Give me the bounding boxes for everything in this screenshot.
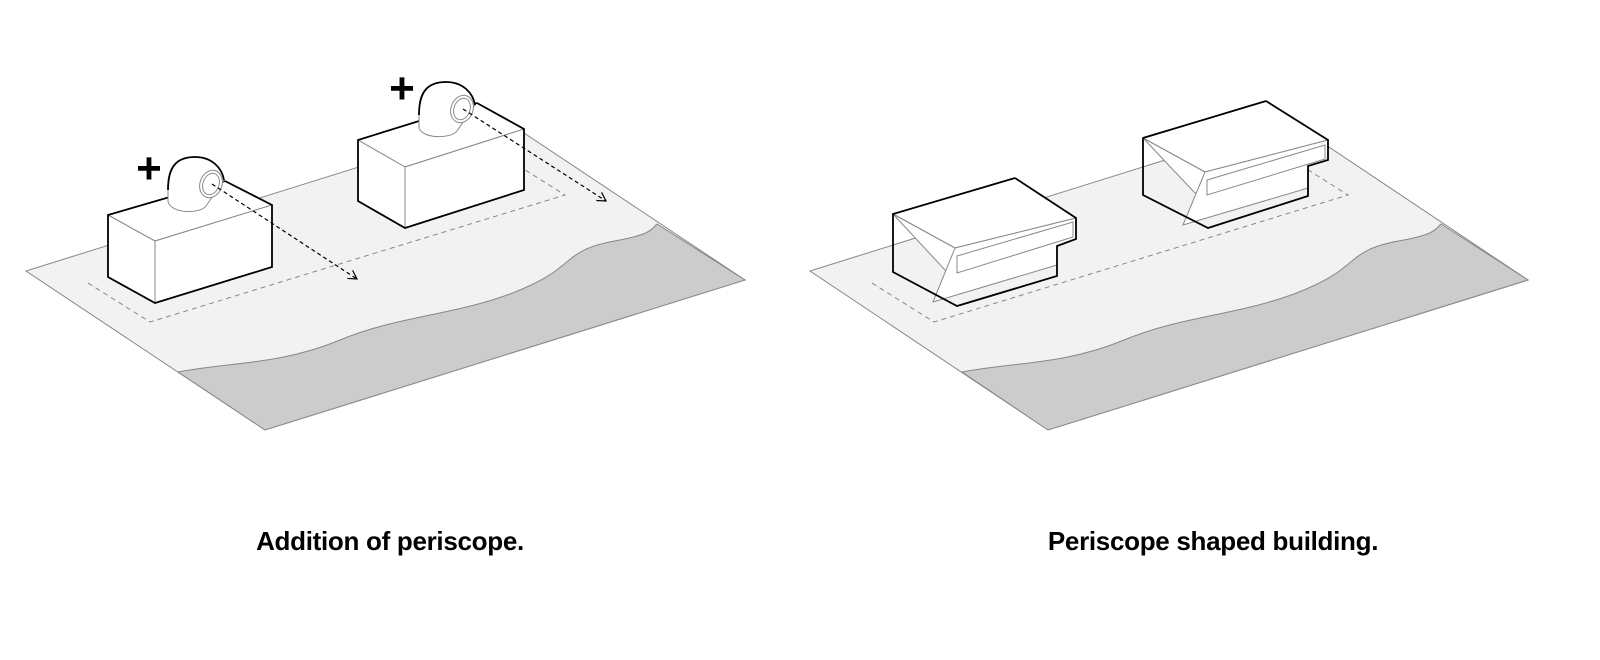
water-area — [960, 223, 1530, 431]
caption-addition-of-periscope: Addition of periscope. — [256, 526, 524, 556]
periscope-building-1 — [891, 177, 1078, 307]
plus-mark-2: + — [389, 64, 415, 113]
plus-mark-1: + — [136, 144, 162, 193]
water-area — [176, 223, 747, 431]
left-panel-site — [24, 81, 747, 431]
site-boundary-dashed — [871, 155, 1350, 323]
view-arrow-1 — [211, 183, 359, 280]
view-arrow-2 — [462, 108, 608, 202]
periscope-1 — [167, 156, 225, 212]
site-boundary-dashed — [87, 155, 567, 323]
caption-periscope-shaped-building: Periscope shaped building. — [1047, 526, 1379, 556]
right-panel-site — [808, 100, 1530, 431]
periscope-building-2 — [1141, 100, 1330, 229]
periscope-2 — [418, 81, 476, 138]
